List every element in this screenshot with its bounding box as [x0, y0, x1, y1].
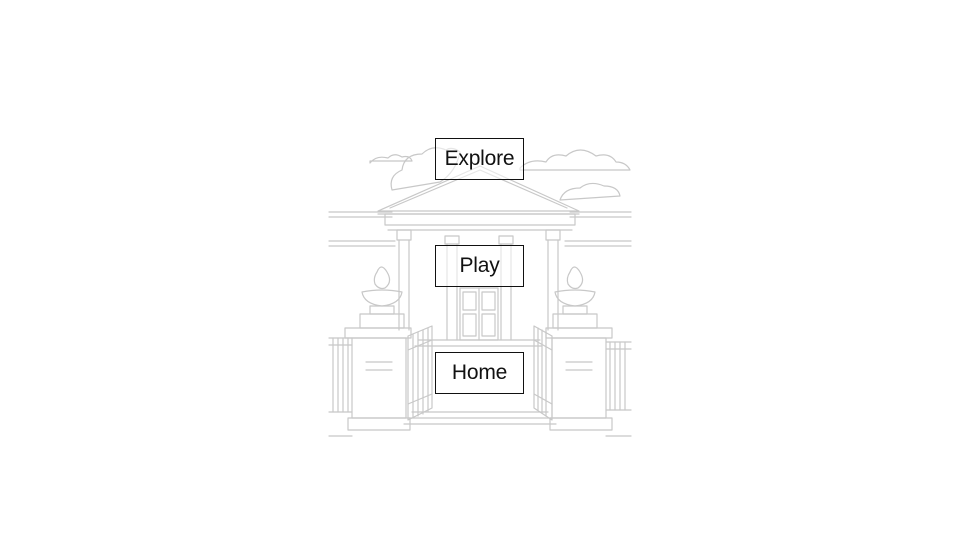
steps [403, 339, 557, 425]
fence-left [328, 337, 353, 437]
wall-right [564, 211, 632, 247]
gate-left [407, 325, 433, 421]
explore-button[interactable]: Explore [435, 138, 524, 180]
door [459, 287, 499, 341]
gate-right [533, 325, 553, 421]
home-button[interactable]: Home [435, 352, 524, 394]
pillar-right [545, 266, 613, 431]
fence-right [605, 341, 632, 437]
play-button[interactable]: Play [435, 245, 524, 287]
cloud-right [519, 149, 631, 201]
wall-left [328, 211, 396, 247]
pillar-left [344, 266, 412, 431]
